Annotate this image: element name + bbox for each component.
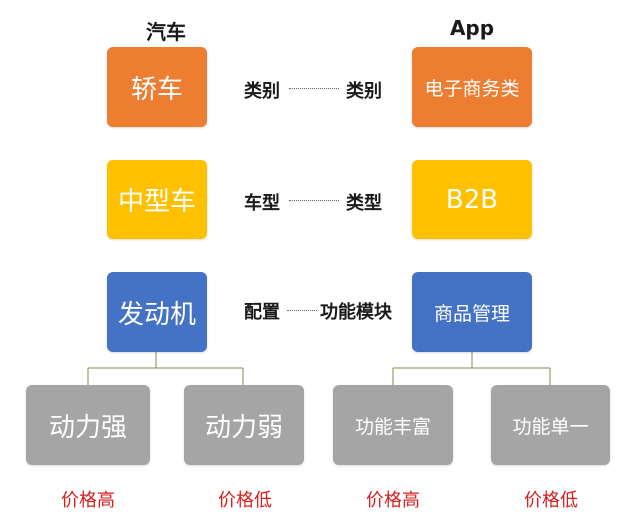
left-level3-box: 发动机 [107, 272, 207, 352]
relation3-right-label: 功能模块 [320, 302, 392, 323]
left-child1-box: 动力强 [26, 385, 150, 465]
left-child1-label: 动力强 [48, 412, 127, 443]
right-level1-box: 电子商务类 [412, 47, 532, 127]
left-level2-box: 中型车 [107, 160, 207, 239]
right-child1-label: 功能丰富 [354, 415, 431, 438]
relation1-left-label: 类别 [244, 81, 280, 102]
relation2-right-label: 类型 [346, 193, 382, 214]
relation1-dotted-line [289, 88, 339, 89]
relation3-dotted-line [287, 310, 317, 311]
header-right: App [449, 16, 495, 40]
relation2-dotted-line [289, 200, 339, 201]
header-left: 汽车 [146, 20, 186, 44]
relation3-left-label: 配置 [244, 302, 280, 323]
left-level1-label: 轿车 [130, 74, 183, 105]
price-label-4: 价格低 [524, 490, 578, 511]
price-label-1: 价格高 [61, 490, 115, 511]
right-level2-label: B2B [445, 184, 499, 215]
right-child2-label: 功能单一 [512, 415, 589, 438]
left-level2-label: 中型车 [117, 187, 196, 217]
left-level3-label: 发动机 [117, 299, 196, 330]
left-level1-box: 轿车 [107, 47, 207, 127]
relation2-left-label: 车型 [244, 193, 280, 214]
left-child2-label: 动力弱 [204, 412, 283, 443]
right-child2-box: 功能单一 [491, 385, 610, 465]
right-level3-label: 商品管理 [433, 302, 510, 325]
right-level2-box: B2B [412, 160, 532, 239]
right-level1-label: 电子商务类 [424, 77, 520, 100]
right-child1-box: 功能丰富 [333, 385, 453, 465]
relation1-right-label: 类别 [346, 81, 382, 102]
left-child2-box: 动力弱 [184, 385, 304, 465]
price-label-3: 价格高 [366, 490, 420, 511]
right-level3-box: 商品管理 [412, 272, 532, 352]
price-label-2: 价格低 [218, 490, 272, 511]
